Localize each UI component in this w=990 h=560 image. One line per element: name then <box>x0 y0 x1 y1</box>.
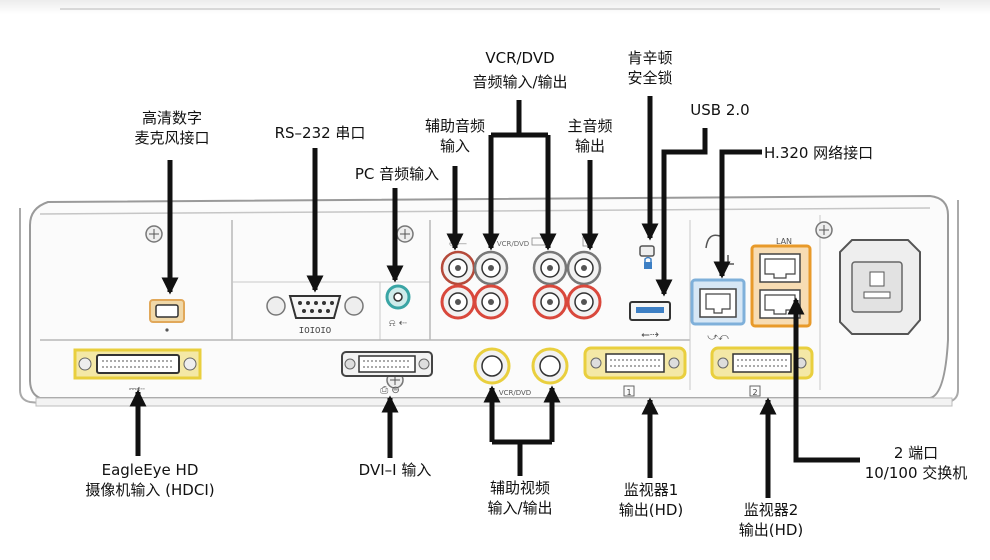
monitor1-num-mark: 1 <box>626 388 631 397</box>
svg-text:⎙ ⊖: ⎙ ⊖ <box>380 385 400 396</box>
power-inlet <box>839 239 921 335</box>
label-usb: USB 2.0 <box>672 100 768 120</box>
pointer-aux-video <box>489 388 552 476</box>
label-line: USB 2.0 <box>690 101 750 119</box>
vcr-dvd-video-mark: VCR/DVD <box>499 389 531 397</box>
label-line: 摄像机输入 (HDCI) <box>85 481 215 499</box>
network-port: ⤻⤺ <box>690 278 746 343</box>
label-line: 辅助音频 <box>424 117 485 135</box>
label-monitor1-out: 监视器1 输出(HD) <box>602 480 700 520</box>
label-line: 麦克风接口 <box>134 129 210 147</box>
aux-audio-mark: ⊖ ⟵ <box>449 240 467 248</box>
pointer-vcr-dvd-audio <box>488 100 548 248</box>
label-aux-video-io: 辅助视频 输入/输出 <box>464 478 576 518</box>
label-line: H.320 网络接口 <box>764 144 874 162</box>
label-line: 辅助视频 <box>489 479 550 497</box>
lan-ports <box>750 244 812 328</box>
pointer-usb <box>655 128 708 297</box>
lan-mark: LAN <box>776 237 792 246</box>
svg-text:⭠⇢: ⭠⇢ <box>641 328 659 341</box>
pointer-h320 <box>713 149 762 279</box>
label-kensington-lock: 肯辛顿 安全锁 <box>604 48 696 88</box>
vcr-dvd-small-mark: VCR/DVD <box>497 240 529 248</box>
screw-icon <box>145 225 163 243</box>
label-line: 输出(HD) <box>738 521 804 539</box>
label-vcr-dvd-audio: VCR/DVD 音频输入/输出 <box>448 48 592 92</box>
label-line: 10/100 交换机 <box>864 464 968 482</box>
mic-port <box>149 299 185 332</box>
label-line: 音频输入/输出 <box>472 73 568 91</box>
svg-text:⤻⤺: ⤻⤺ <box>707 332 729 343</box>
label-hd-digital-mic: 高清数字 麦克风接口 <box>102 108 242 148</box>
label-rs232: RS–232 串口 <box>255 123 385 143</box>
screw-icon <box>815 221 833 239</box>
label-switch-2port: 2 端口 10/100 交换机 <box>846 443 986 483</box>
label-line: 肯辛顿 <box>627 49 673 67</box>
top-shade <box>0 0 990 14</box>
label-line: 监视器1 <box>623 481 679 499</box>
label-line: 输入/输出 <box>487 499 553 517</box>
label-line: VCR/DVD <box>485 49 555 67</box>
dvi-input-port: ⎙ ⊖ <box>341 351 433 396</box>
label-line: 2 端口 <box>893 444 939 462</box>
serial-port <box>266 295 364 319</box>
usb-port: ⭠⇢ <box>629 301 671 341</box>
monitor2-num-mark: 2 <box>752 388 757 397</box>
label-line: 监视器2 <box>743 501 799 519</box>
label-line: PC 音频输入 <box>354 165 440 183</box>
serial-mark: IOIOIO <box>299 326 331 336</box>
svg-text:⍾ ⇠: ⍾ ⇠ <box>389 318 408 329</box>
label-eagleeye-in: EagleEye HD 摄像机输入 (HDCI) <box>60 460 240 500</box>
label-main-audio-out: 主音频 输出 <box>548 116 632 156</box>
label-line: 输出 <box>574 137 605 155</box>
label-line: DVI–I 输入 <box>358 461 432 479</box>
lock-icon <box>639 245 655 269</box>
label-line: 输入 <box>439 137 470 155</box>
label-line: RS–232 串口 <box>274 124 366 142</box>
screw-icon <box>396 225 414 243</box>
monitor1-dvi-port <box>583 346 687 397</box>
label-dvi-in: DVI–I 输入 <box>340 460 450 480</box>
label-monitor2-out: 监视器2 输出(HD) <box>722 500 820 540</box>
label-line: 输出(HD) <box>618 501 684 519</box>
label-line: 主音频 <box>567 117 613 135</box>
pointer-lines <box>129 96 860 498</box>
label-line: 安全锁 <box>627 69 673 87</box>
pc-audio-jack: ⍾ ⇠ <box>385 284 411 329</box>
label-h320-network: H.320 网络接口 <box>764 143 904 163</box>
label-line: 高清数字 <box>141 109 202 127</box>
label-line: EagleEye HD <box>101 461 199 479</box>
pointer-switch <box>787 297 860 463</box>
label-aux-audio-in: 辅助音频 输入 <box>405 116 505 156</box>
label-pc-audio-in: PC 音频输入 <box>336 164 458 184</box>
